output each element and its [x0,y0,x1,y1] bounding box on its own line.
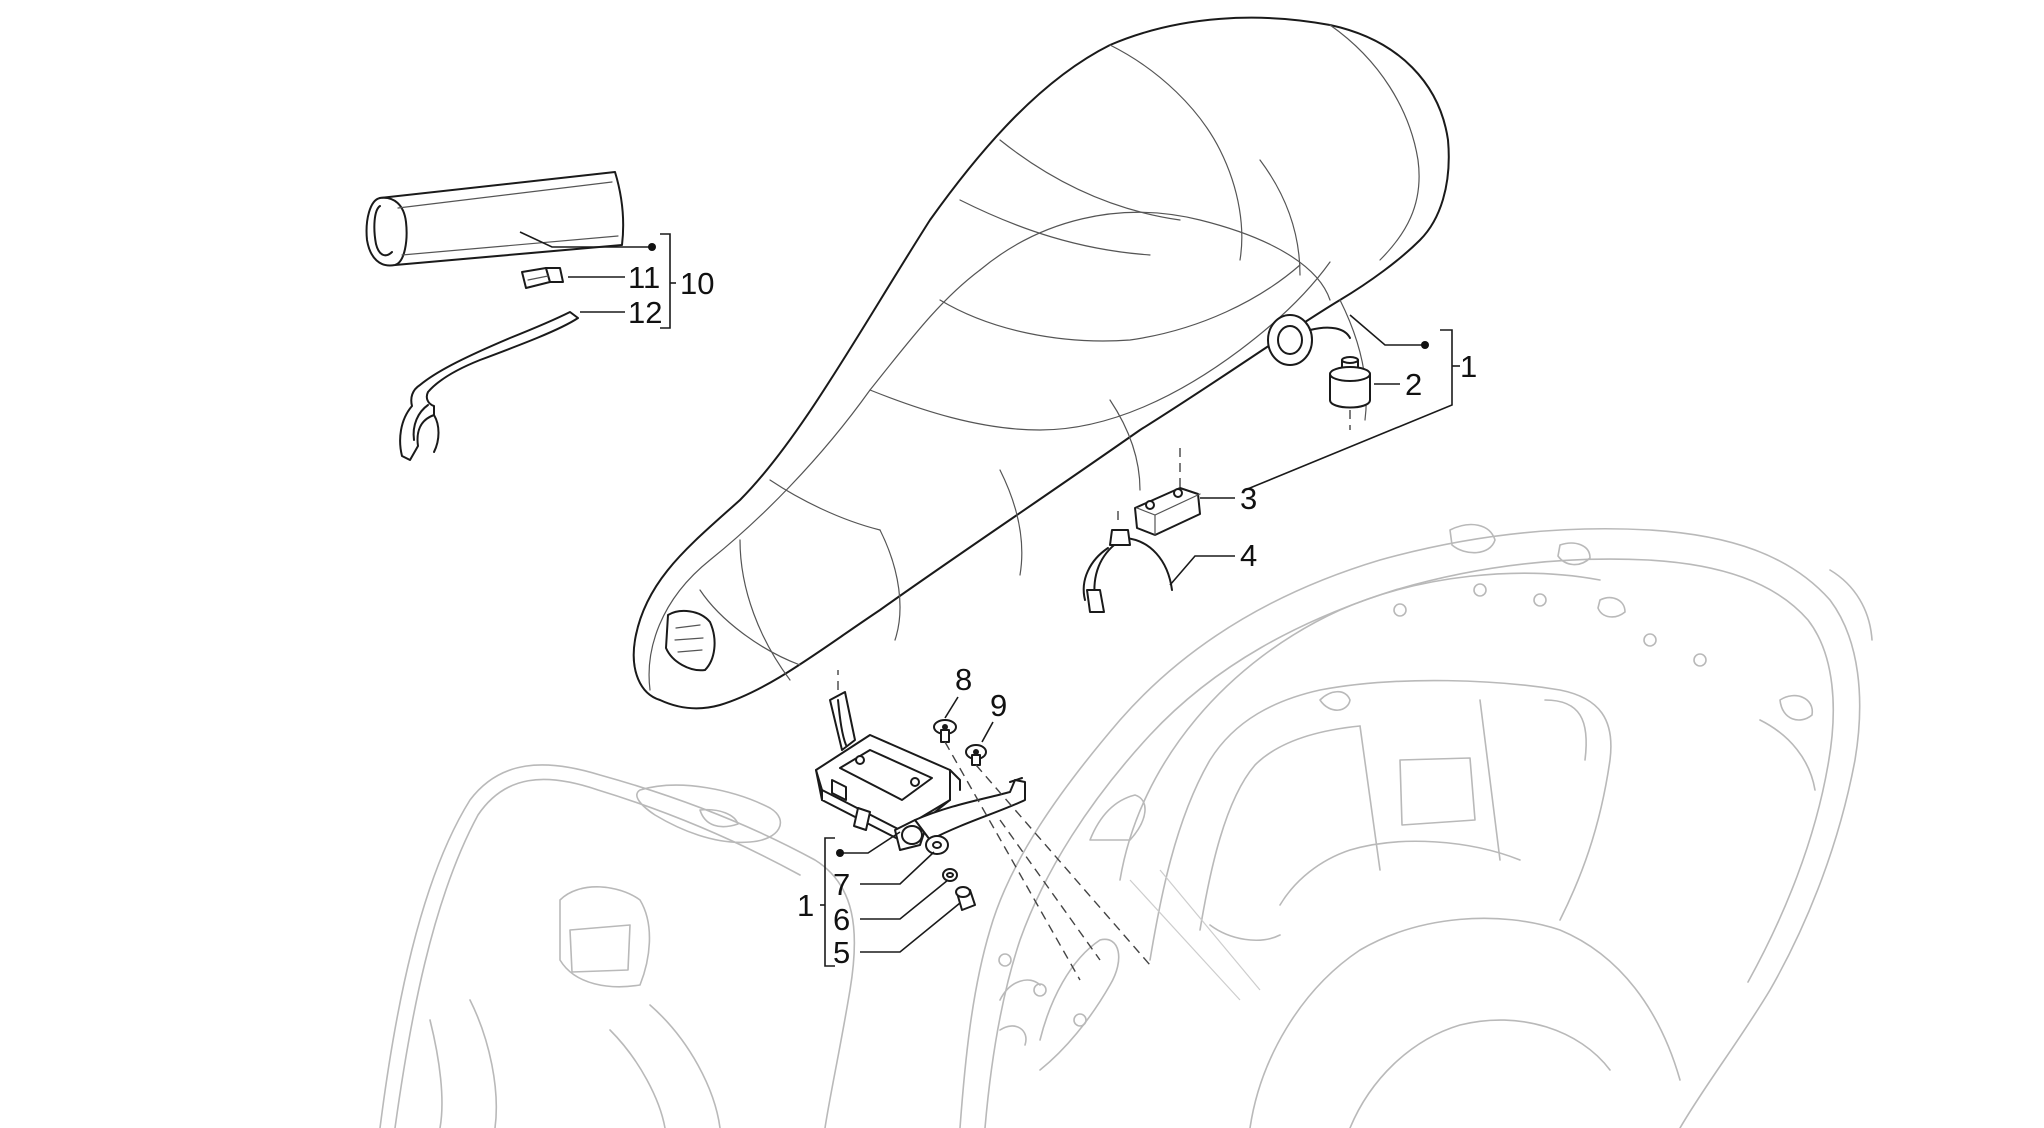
seat-hinge-assembly [815,691,1026,851]
bolt-5 [955,886,976,911]
scooter-body-outline [379,523,1873,1128]
callout-4: 4 [1240,538,1257,573]
leader-lines [519,231,1460,967]
callout-6: 6 [833,902,850,937]
callout-7: 7 [833,867,850,902]
callout-labels: 1 2 3 4 10 11 12 8 9 7 6 5 1 [628,260,1477,970]
callout-2: 2 [1405,367,1422,402]
rubber-bumper [1329,356,1371,409]
cover-clip [521,267,564,289]
washer-7 [925,835,949,855]
nut-6 [942,868,958,882]
callout-5: 5 [833,935,850,970]
callout-1-seat: 1 [1460,349,1477,384]
assembly-lines [837,410,1351,981]
callout-8: 8 [955,662,972,697]
screw-8 [933,719,957,743]
seat-cover-roll [365,171,625,267]
callout-9: 9 [990,688,1007,723]
cable-strap [1082,529,1173,613]
hook-tool [399,311,579,461]
callout-1-hinge: 1 [797,888,814,923]
callout-3: 3 [1240,481,1257,516]
callout-11: 11 [628,260,660,295]
callout-12: 12 [628,295,662,330]
screw-9 [965,744,987,766]
seat [632,16,1450,710]
callout-10: 10 [680,266,714,301]
bracket-plate [1134,487,1201,536]
